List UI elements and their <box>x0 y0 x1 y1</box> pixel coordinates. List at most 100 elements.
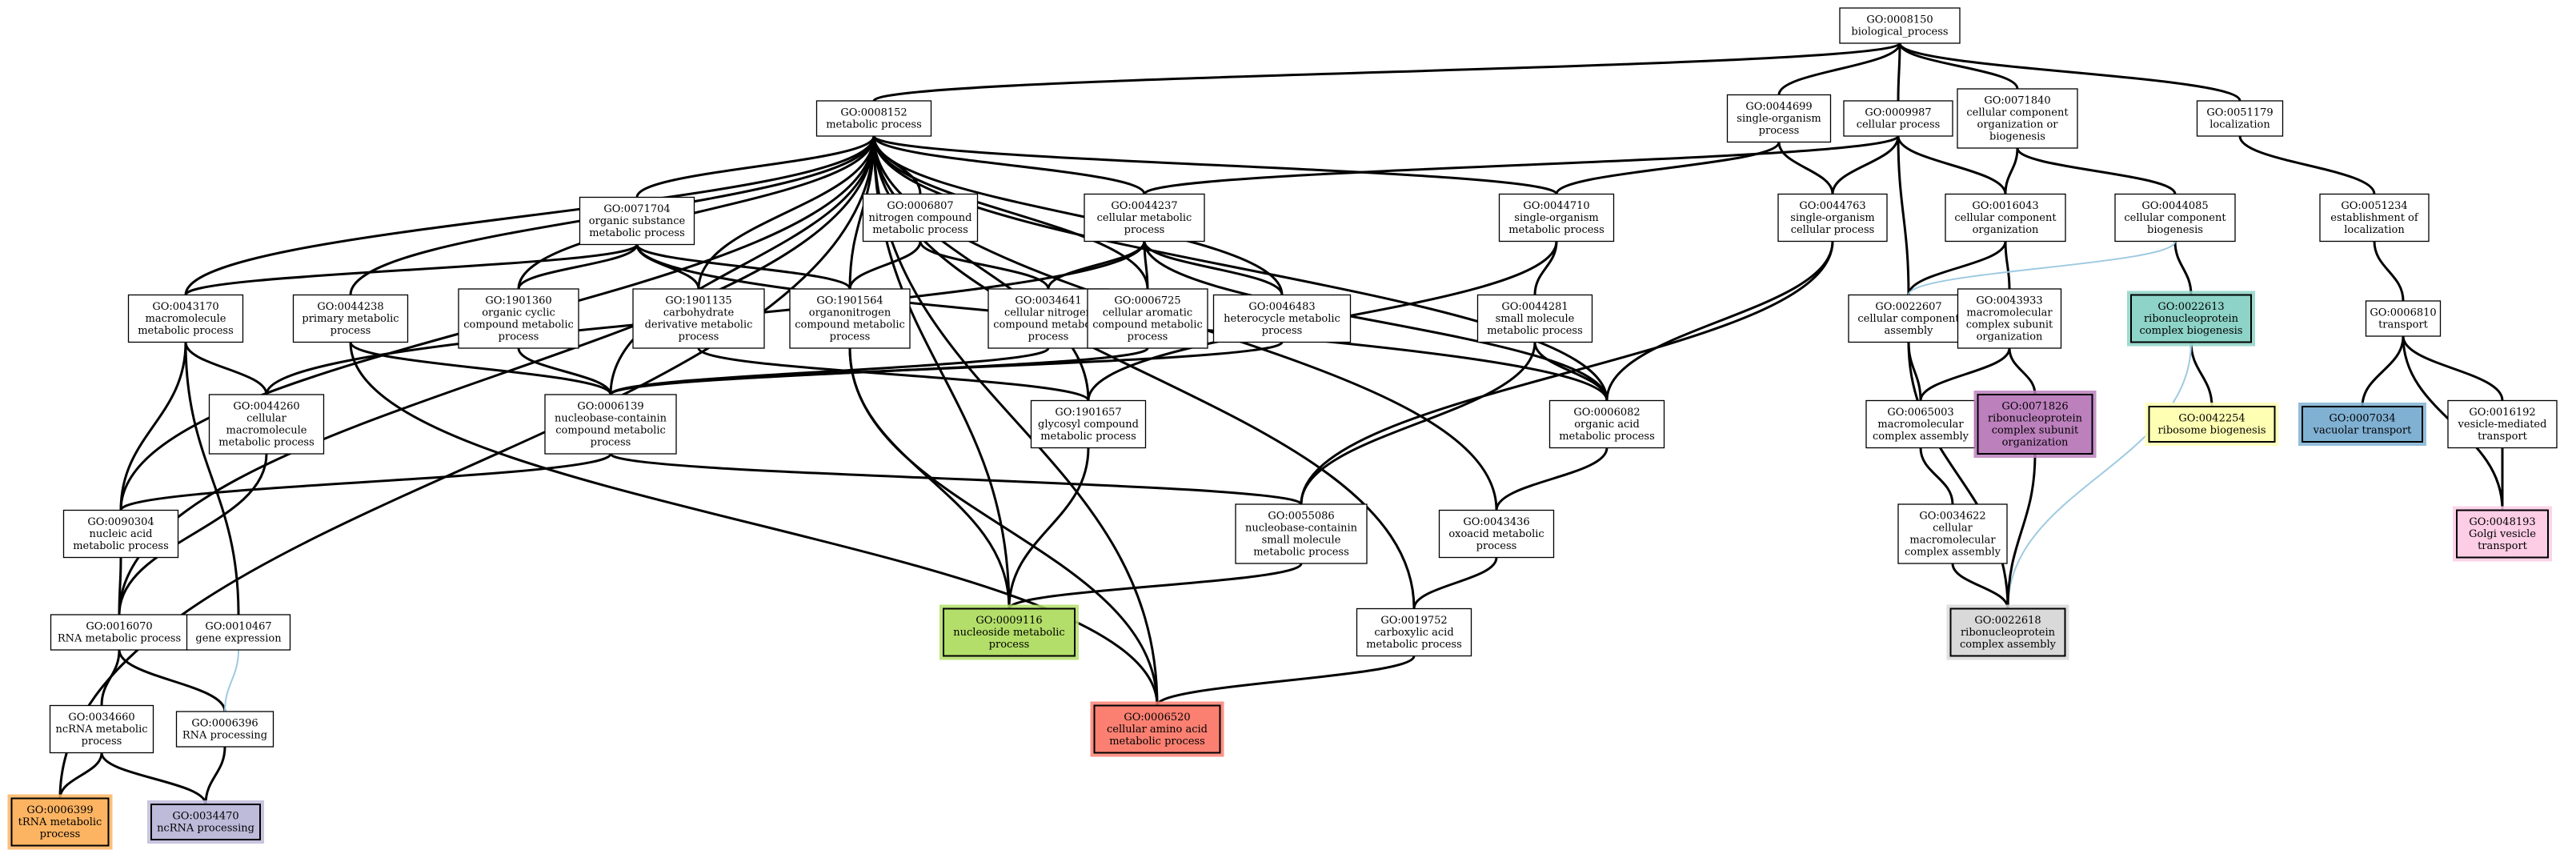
node-box <box>579 196 695 246</box>
node-id-label: GO:0008150 <box>1866 14 1933 26</box>
node-box <box>127 294 244 343</box>
node-name-label: metabolic process <box>1109 736 1205 748</box>
node-name-label: metabolic process <box>138 325 234 337</box>
edge-go-0022613-to-go-0042254 <box>2189 342 2213 407</box>
node-name-label: small molecule <box>1262 535 1341 547</box>
node-name-label: ribosome biogenesis <box>2157 425 2266 437</box>
node-id-label: GO:0071704 <box>603 203 670 215</box>
node-name-label: nucleoside metabolic <box>953 627 1064 639</box>
node-id-label: GO:0019752 <box>1380 615 1447 627</box>
node-id-label: GO:0022607 <box>1875 301 1941 313</box>
node-name-label: metabolic process <box>589 227 685 239</box>
edge-go-0016043-to-go-0043933 <box>2004 241 2011 290</box>
node-name-label: organization <box>1973 224 2039 236</box>
node-name-label: Golgi vesicle <box>2469 528 2536 540</box>
node-name-label: ribonucleoprotein <box>1988 413 2083 425</box>
node-id-label: GO:0034660 <box>68 712 134 724</box>
node-box <box>1356 607 1472 657</box>
edge-go-0022613-to-go-0022618 <box>2007 342 2192 609</box>
node-box <box>10 797 110 847</box>
node-id-label: GO:0006807 <box>887 200 953 212</box>
node-id-label: GO:0044763 <box>1799 200 1865 212</box>
edge-go-0044699-to-go-0044710 <box>1555 141 1781 195</box>
node-name-label: cellular process <box>1791 224 1875 236</box>
edge-go-0071840-to-go-0016043 <box>2004 147 2019 194</box>
node-box <box>1949 607 2066 657</box>
edge-go-0006082-to-go-0043436 <box>1495 447 1608 511</box>
node-id-label: GO:0009987 <box>1865 107 1931 119</box>
edge-go-0044763-to-go-0055086 <box>1300 241 1834 505</box>
node-box <box>1726 94 1832 143</box>
node-name-label: cellular amino acid <box>1107 724 1208 736</box>
node-name-label: complex subunit <box>1966 319 2053 331</box>
node-name-label: derivative metabolic <box>645 319 753 331</box>
node-name-label: process <box>1028 331 1069 343</box>
node-name-label: glycosyl compound <box>1038 419 1139 431</box>
node-name-label: metabolic process <box>826 119 922 131</box>
edge-go-0044260-to-go-0016070 <box>118 453 268 615</box>
node-name-label: metabolic process <box>1487 325 1583 337</box>
node-name-label: process <box>1262 325 1303 337</box>
edge-go-1901657-to-go-0009116 <box>1008 447 1090 609</box>
edge-go-0016070-to-go-0034660 <box>100 649 121 706</box>
node-name-label: organonitrogen <box>809 307 891 319</box>
node-name-label: process <box>499 331 539 343</box>
node-id-label: GO:0006810 <box>2370 307 2436 319</box>
edge-go-0008152-to-go-1901657 <box>872 135 1090 401</box>
node-name-label: primary metabolic <box>302 313 399 325</box>
node-id-label: GO:0044237 <box>1111 200 1177 212</box>
node-box <box>1084 193 1205 243</box>
node-id-label: GO:0009116 <box>976 615 1042 627</box>
node-name-label: process <box>989 639 1030 651</box>
node-name-label: process <box>1759 125 1800 137</box>
node-box <box>186 614 291 651</box>
node-name-label: carbohydrate <box>663 307 735 319</box>
edge-go-0051234-to-go-0006810 <box>2373 241 2405 302</box>
node-name-label: macromolecular <box>1966 307 2053 319</box>
node-name-label: organic acid <box>1574 419 1640 431</box>
node-name-label: cellular component <box>1954 212 2057 224</box>
edge-go-0016043-to-go-0022607 <box>1907 241 2007 295</box>
node-id-label: GO:1901657 <box>1055 407 1121 419</box>
node-id-label: GO:0043170 <box>152 301 218 313</box>
node-box <box>1235 503 1368 564</box>
node-name-label: establishment of <box>2330 212 2419 224</box>
node-box <box>1777 193 1888 243</box>
edge-go-0019752-to-go-0006520 <box>1156 655 1416 707</box>
edge-go-0051179-to-go-0051234 <box>2238 135 2376 194</box>
node-name-label: RNA metabolic process <box>58 633 181 645</box>
node-name-label: metabolic process <box>1366 639 1462 651</box>
edge-go-0008150-to-go-0044699 <box>1777 42 1901 95</box>
edge-go-0008152-to-go-0006725 <box>872 135 1149 290</box>
edge-go-0008152-to-go-0044710 <box>872 134 1558 195</box>
edge-go-0008150-to-go-0009987 <box>1897 42 1901 102</box>
edge-go-0008150-to-go-0008152 <box>872 42 1901 102</box>
node-name-label: cellular <box>1933 523 1973 535</box>
edge-go-0044699-to-go-0044763 <box>1777 142 1834 194</box>
node-id-label: GO:0042254 <box>2178 413 2245 425</box>
node-box <box>49 704 154 754</box>
edge-go-0009987-to-go-0044237 <box>1143 134 1900 195</box>
node-name-label: nucleobase-containin <box>555 413 667 425</box>
edge-go-0090304-to-go-0016070 <box>118 557 122 615</box>
node-box <box>1087 288 1208 349</box>
node-box <box>2148 406 2276 443</box>
node-box <box>1977 394 2093 455</box>
edge-go-0034660-to-go-0034470 <box>100 752 207 805</box>
node-name-label: cellular component <box>1966 107 2069 119</box>
